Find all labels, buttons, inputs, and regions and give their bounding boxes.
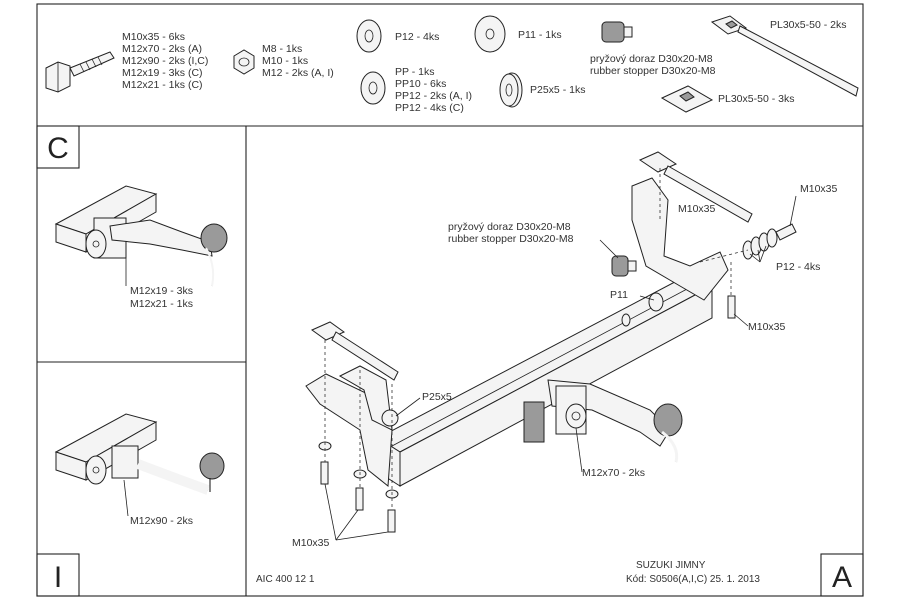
pp-line-4: PP12 - 4ks (C) (395, 102, 464, 114)
main-m10-right: M10x35 (748, 321, 786, 333)
panel-c-letter: C (47, 132, 69, 165)
bolt-line-3: M12x90 - 2ks (I,C) (122, 55, 208, 67)
bolt-line-2: M12x70 - 2ks (A) (122, 43, 202, 55)
washer-p11-icon (474, 15, 506, 53)
parts-list: M10x35 - 6ks M12x70 - 2ks (A) M12x90 - 2… (45, 15, 859, 114)
main-m10-top: M10x35 (800, 183, 838, 195)
nut-line-1: M8 - 1ks (262, 43, 302, 55)
plate-strap-label: PL30x5-50 - 2ks (770, 19, 846, 31)
drawing-number: AIC 400 12 1 (256, 574, 315, 585)
panel-i-drawing (54, 413, 225, 517)
bolt-line-4: M12x19 - 3ks (C) (122, 67, 203, 79)
washer-pp-icon (360, 71, 386, 105)
washer-p12-icon (356, 19, 382, 53)
panel-a-box (820, 553, 864, 597)
main-p12: P12 - 4ks (776, 261, 820, 273)
nut-line-3: M12 - 2ks (A, I) (262, 67, 334, 79)
pp-line-2: PP10 - 6ks (395, 78, 446, 90)
vehicle-model: SUZUKI JIMNY (636, 560, 706, 571)
washer-p25-icon (499, 72, 523, 108)
plate-label: PL30x5-50 - 3ks (718, 93, 794, 105)
main-stopper-cz: pryžový doraz D30x20-M8 (448, 221, 571, 233)
washer-p12-label: P12 - 4ks (395, 31, 439, 43)
product-code: Kód: S0506(A,I,C) 25. 1. 2013 (626, 574, 760, 585)
panel-c-drawing (54, 185, 228, 287)
panel-a-letter: A (832, 561, 852, 594)
washer-p11-label: P11 - 1ks (518, 29, 562, 41)
main-m10-bottom: M10x35 (292, 537, 330, 549)
panel-i-letter: I (54, 561, 62, 594)
pp-line-3: PP12 - 2ks (A, I) (395, 90, 472, 102)
plate-icon (660, 85, 714, 113)
panel-i-label: M12x90 - 2ks (130, 515, 193, 527)
rubber-stopper-icon (601, 21, 633, 43)
main-m10-bracket: M10x35 (678, 203, 716, 215)
panel-c-label-1: M12x19 - 3ks (130, 285, 193, 297)
bolt-line-1: M10x35 - 6ks (122, 31, 185, 43)
nut-line-2: M10 - 1ks (262, 55, 308, 67)
bolt-line-5: M12x21 - 1ks (C) (122, 79, 203, 91)
pp-line-1: PP - 1ks (395, 66, 435, 78)
panel-c-box (36, 125, 80, 169)
nut-icon (233, 49, 255, 75)
stopper-label-cz: pryžový doraz D30x20-M8 (590, 53, 713, 65)
bolt-icon (45, 51, 115, 93)
panel-i-box (36, 553, 80, 597)
main-stopper-en: rubber stopper D30x20-M8 (448, 233, 574, 245)
plate-strap-icon (710, 15, 859, 97)
washer-p25-label: P25x5 - 1ks (530, 84, 585, 96)
panel-c-label-2: M12x21 - 1ks (130, 298, 193, 310)
main-p11: P11 (610, 289, 628, 301)
frame (36, 3, 864, 597)
stopper-label-en: rubber stopper D30x20-M8 (590, 65, 716, 77)
main-assembly (305, 151, 797, 541)
main-m12x70: M12x70 - 2ks (582, 467, 645, 479)
main-p25: P25x5 (422, 391, 452, 403)
